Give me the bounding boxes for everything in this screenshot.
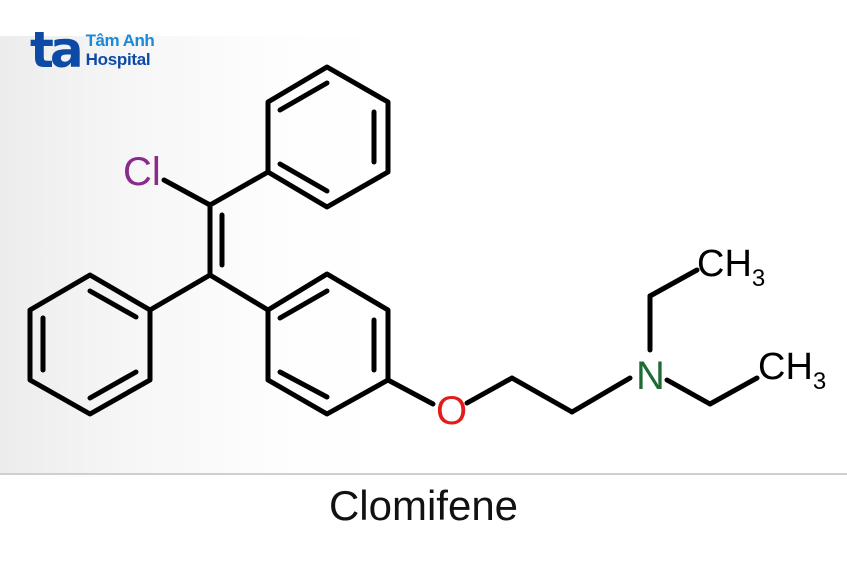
nitrogen-atom-label: N (636, 354, 665, 398)
hospital-logo: ta Tâm Anh Hospital (30, 21, 155, 79)
methyl-top-label: CH3 (697, 243, 765, 292)
middle-phenyl-ring (265, 271, 391, 417)
logo-line-2: Hospital (85, 50, 151, 69)
logo-line-1: Tâm Anh (85, 31, 155, 50)
left-phenyl-ring (27, 272, 153, 417)
alkene-core (147, 169, 271, 313)
compound-name-caption: Clomifene (328, 482, 519, 529)
logo-wordmark: Tâm Anh Hospital (86, 31, 155, 69)
ether-amine-chain (385, 267, 760, 415)
top-phenyl-ring (265, 64, 391, 210)
oxygen-atom-label: O (436, 389, 467, 433)
methyl-bottom-label: CH3 (758, 346, 826, 395)
chlorine-atom-label: Cl (123, 150, 161, 194)
logo-mark: ta (30, 21, 84, 79)
caption-divider (0, 473, 847, 475)
